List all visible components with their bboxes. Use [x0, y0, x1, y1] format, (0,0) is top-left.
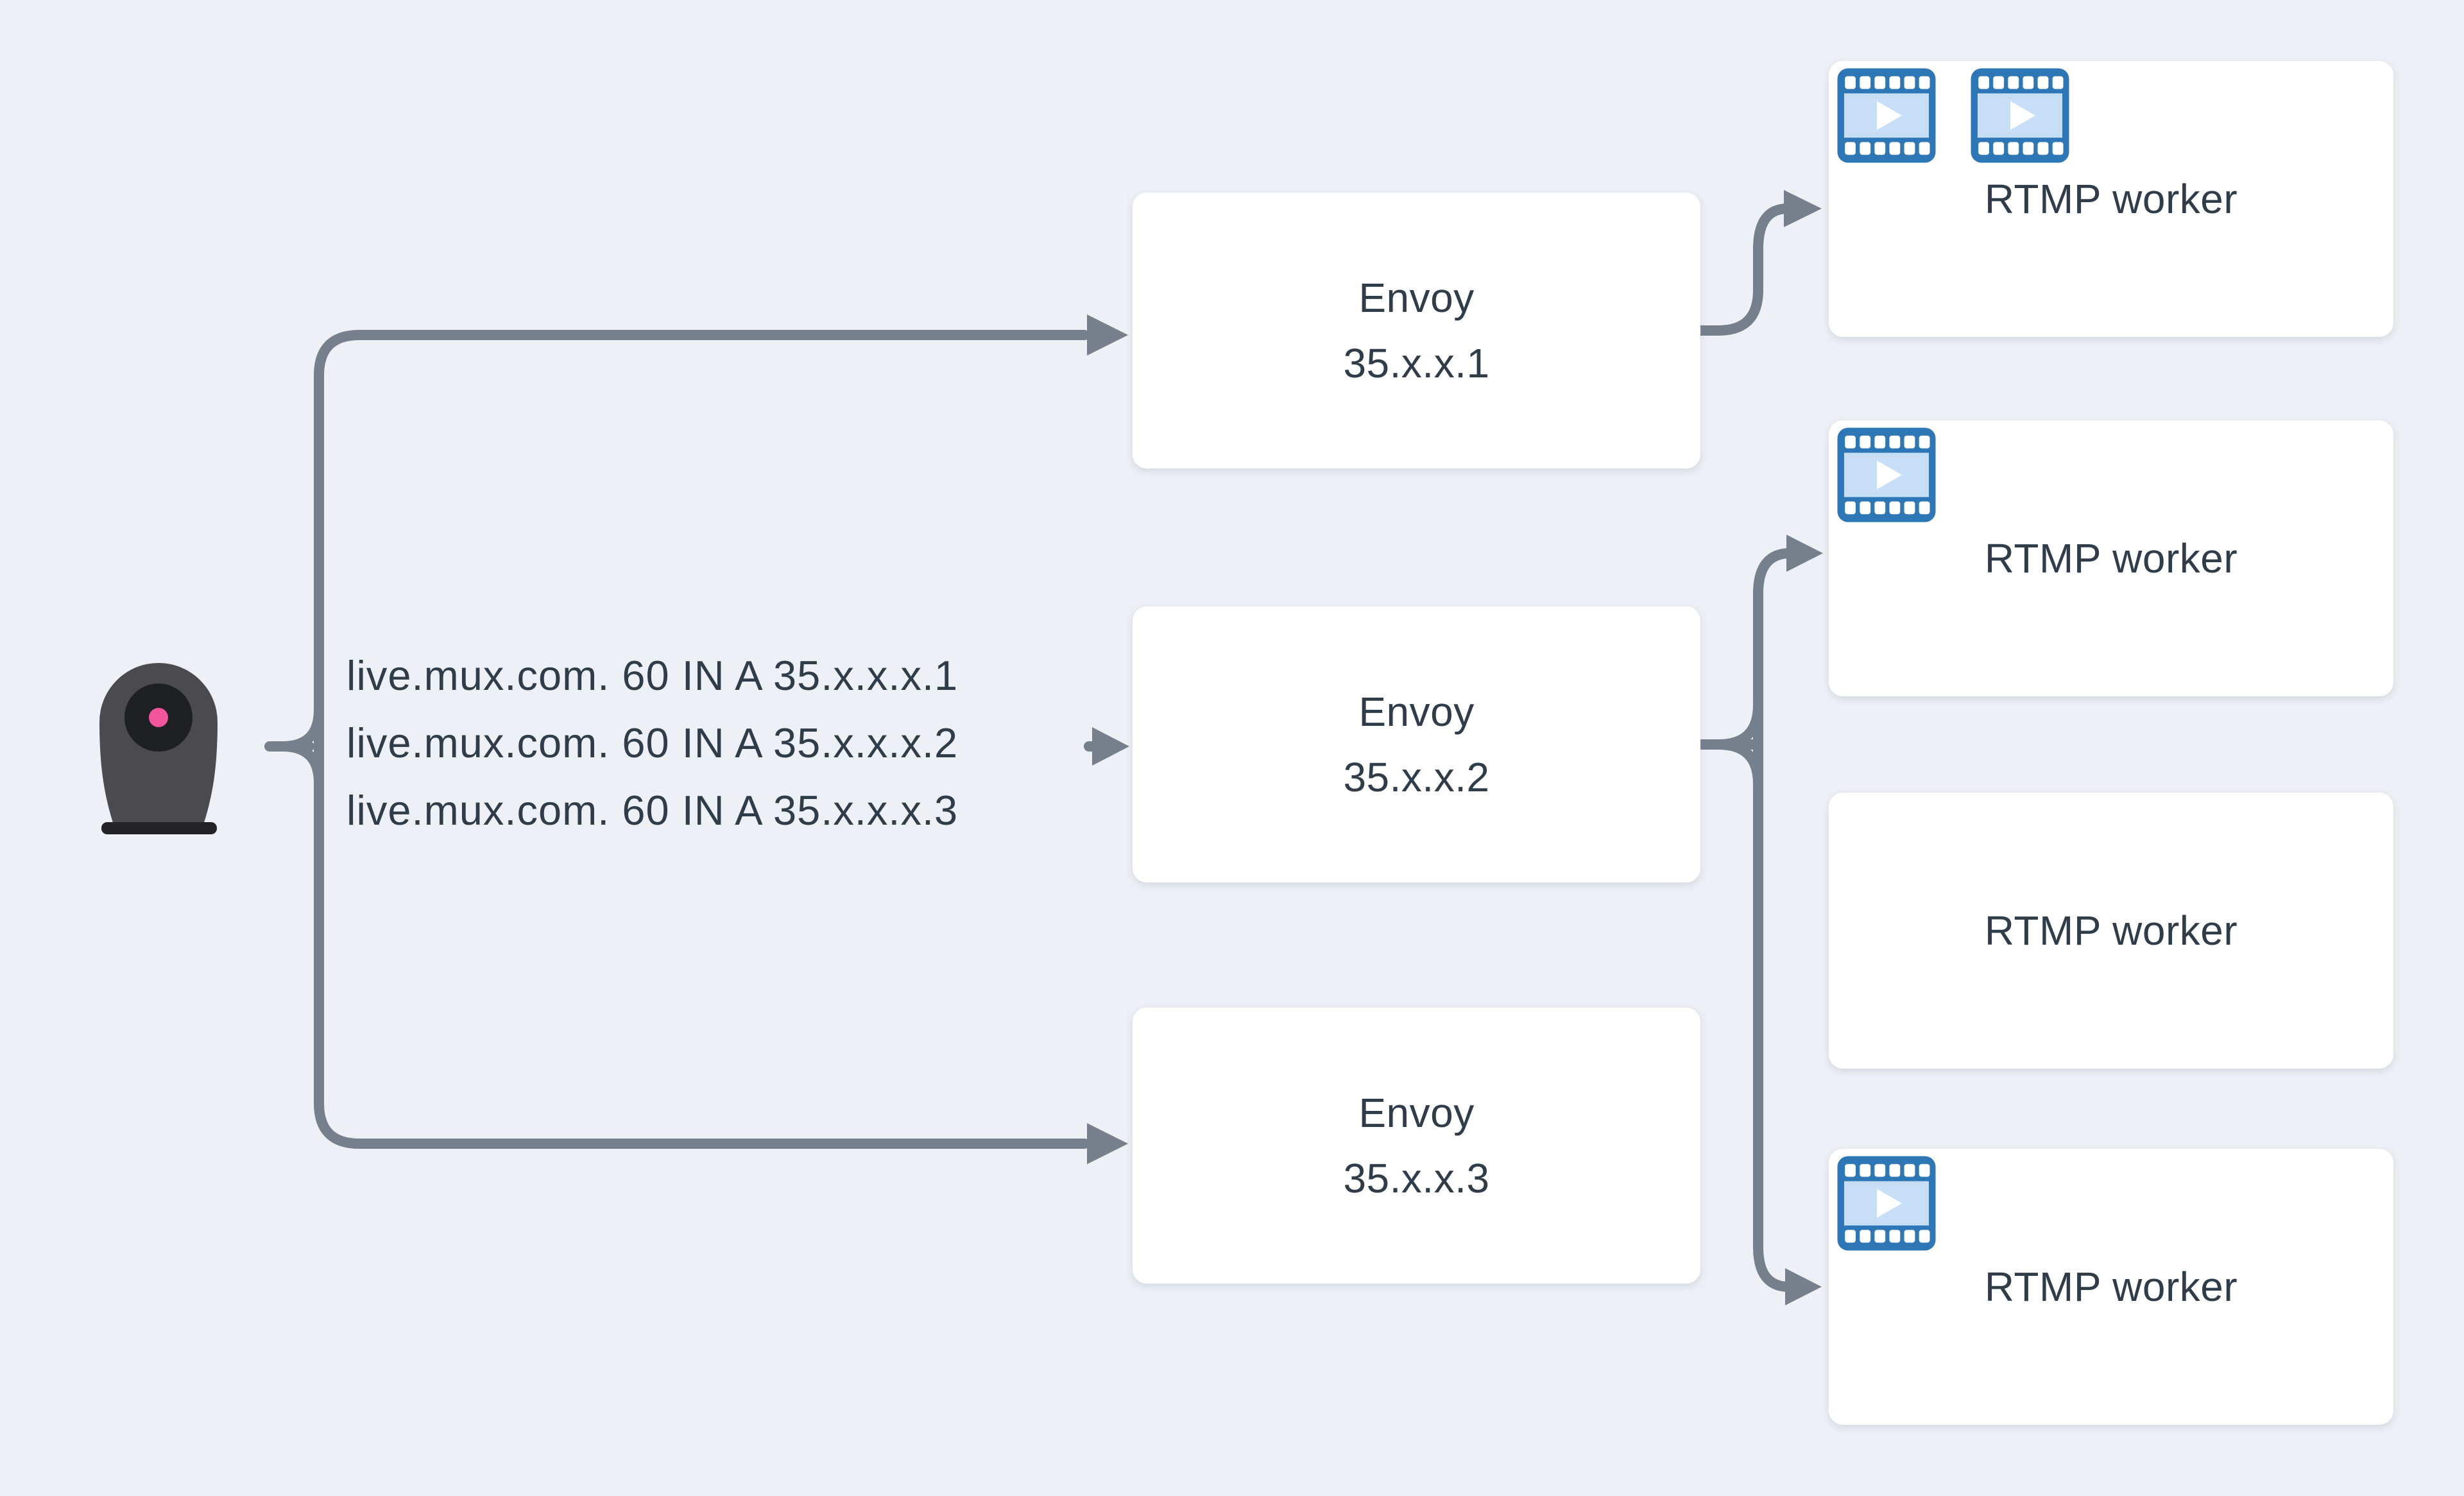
camera-junction-fillet-top [277, 705, 324, 752]
arrowhead-rtmp1 [1784, 190, 1822, 227]
rtmp-3-label: RTMP worker [1984, 907, 2238, 954]
rtmp-4-label: RTMP worker [1984, 1264, 2238, 1310]
camera-junction-fillet-bottom [277, 741, 324, 788]
envoy2-junction-fillet-top [1713, 700, 1763, 750]
webcam-icon [99, 663, 218, 834]
envoy-3-ip: 35.x.x.3 [1343, 1155, 1490, 1201]
arrowhead-envoy1 [1087, 314, 1128, 356]
film-strip-icon [1836, 67, 1937, 164]
envoy-2-ip: 35.x.x.2 [1343, 754, 1490, 800]
arrowhead-rtmp2 [1786, 535, 1823, 572]
rtmp-node-1: RTMP worker [1829, 61, 2393, 337]
arrowhead-envoy3 [1087, 1123, 1128, 1164]
envoy-node-3: Envoy 35.x.x.3 [1133, 1008, 1700, 1284]
film-strip-icon [1836, 427, 1937, 523]
envoy-2-title: Envoy [1358, 689, 1475, 735]
dns-records: live.mux.com. 60 IN A 35.x.x.x.1 live.mu… [346, 642, 958, 844]
arrowhead-rtmp4 [1785, 1268, 1822, 1305]
envoy-node-2: Envoy 35.x.x.2 [1133, 606, 1700, 882]
envoy2-to-rtmp2-line [1753, 548, 1795, 750]
envoy-1-title: Envoy [1358, 275, 1475, 321]
dns-record-3: live.mux.com. 60 IN A 35.x.x.x.3 [346, 787, 959, 834]
envoy-1-ip: 35.x.x.1 [1343, 340, 1490, 386]
rtmp-node-4: RTMP worker [1829, 1149, 2393, 1425]
rtmp-node-2: RTMP worker [1829, 420, 2393, 696]
envoy-3-title: Envoy [1358, 1090, 1475, 1136]
rtmp-2-label: RTMP worker [1984, 535, 2238, 581]
envoy1-to-rtmp1-line [1695, 203, 1793, 336]
dns-record-1: live.mux.com. 60 IN A 35.x.x.x.1 [346, 652, 959, 699]
film-strip-icon [1836, 1155, 1937, 1251]
rtmp-node-3: RTMP worker [1829, 793, 2393, 1069]
camera-fanout-line [314, 330, 1090, 1149]
film-strip-icon [1970, 67, 2070, 164]
arrowhead-envoy2 [1092, 727, 1129, 766]
envoy-node-1: Envoy 35.x.x.1 [1133, 193, 1700, 469]
rtmp-1-label: RTMP worker [1984, 176, 2238, 222]
envoy2-junction-fillet-bottom [1713, 739, 1763, 789]
dns-record-2: live.mux.com. 60 IN A 35.x.x.x.2 [346, 719, 959, 766]
envoy2-to-rtmp4-line [1753, 739, 1794, 1292]
